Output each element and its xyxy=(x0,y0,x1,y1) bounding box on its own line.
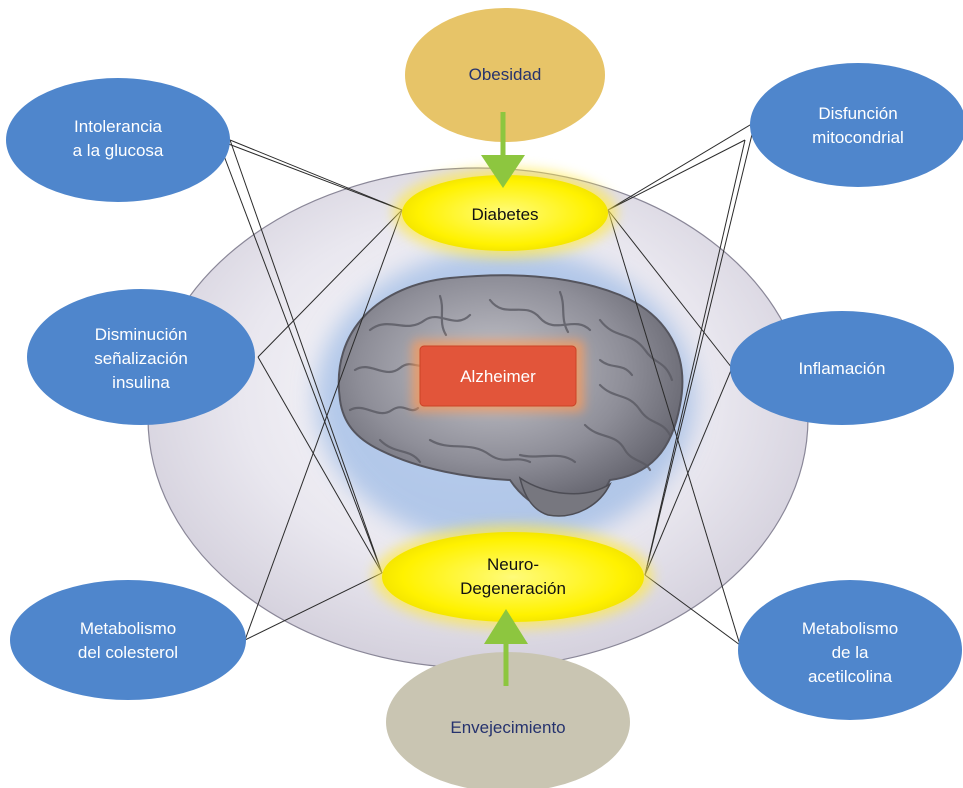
envejecimiento-label: Envejecimiento xyxy=(450,718,565,737)
arrow-obesidad-to-diabetes xyxy=(481,112,525,188)
obesidad-label: Obesidad xyxy=(469,65,542,84)
connector-line xyxy=(607,209,741,646)
factor-label-line: insulina xyxy=(112,373,170,392)
connector-line xyxy=(644,121,756,576)
connector-line xyxy=(607,139,746,211)
alzheimer-label: Alzheimer xyxy=(460,367,536,386)
factor-intolerancia-glucosa: Intolerancia a la glucosa xyxy=(6,78,230,202)
connector-line xyxy=(257,356,383,574)
connector-line xyxy=(607,209,733,369)
arrow-envejecimiento-to-neurodegeneracion xyxy=(484,609,528,686)
neurodegeneracion-label-line1: Neuro- xyxy=(487,555,539,574)
connector-line xyxy=(217,139,383,574)
connector-line xyxy=(244,572,383,641)
factor-label-line: Disfunción xyxy=(818,104,897,123)
connector-line xyxy=(244,209,403,641)
factor-label-line: del colesterol xyxy=(78,643,178,662)
factor-label-line: Metabolismo xyxy=(80,619,176,638)
factor-disminucion-senalizacion-insulina: Disminución señalización insulina xyxy=(27,289,255,425)
factor-label-line: a la glucosa xyxy=(73,141,164,160)
factor-label-line: de la xyxy=(832,643,869,662)
envejecimiento-node: Envejecimiento xyxy=(386,652,630,788)
factor-disfuncion-mitocondrial: Disfunción mitocondrial xyxy=(750,63,963,187)
connector-line xyxy=(644,574,741,646)
factor-metabolismo-acetilcolina: Metabolismo de la acetilcolina xyxy=(738,580,962,720)
connector-line xyxy=(229,139,403,211)
factor-label-line: Metabolismo xyxy=(802,619,898,638)
factor-inflamacion: Inflamación xyxy=(730,311,954,425)
factor-metabolismo-colesterol: Metabolismo del colesterol xyxy=(10,580,246,700)
connector-line xyxy=(644,367,733,576)
alzheimer-box: Alzheimer xyxy=(412,340,584,412)
connector-line xyxy=(217,139,403,211)
connector-line xyxy=(644,139,746,576)
factor-label-line: Disminución xyxy=(95,325,188,344)
connector-lines xyxy=(217,121,756,646)
factor-label-line: Inflamación xyxy=(799,359,886,378)
diabetes-hub: Diabetes xyxy=(393,168,617,258)
factor-label-line: acetilcolina xyxy=(808,667,893,686)
factor-label-line: señalización xyxy=(94,349,188,368)
factor-label-line: mitocondrial xyxy=(812,128,904,147)
factor-label-line: Intolerancia xyxy=(74,117,162,136)
diabetes-label: Diabetes xyxy=(471,205,538,224)
connector-line xyxy=(607,121,756,211)
connector-line xyxy=(257,209,403,358)
neurodegeneracion-hub: Neuro- Degeneración xyxy=(373,525,653,629)
connector-line xyxy=(229,139,383,574)
obesidad-node: Obesidad xyxy=(405,8,605,142)
neurodegeneracion-label-line2: Degeneración xyxy=(460,579,566,598)
